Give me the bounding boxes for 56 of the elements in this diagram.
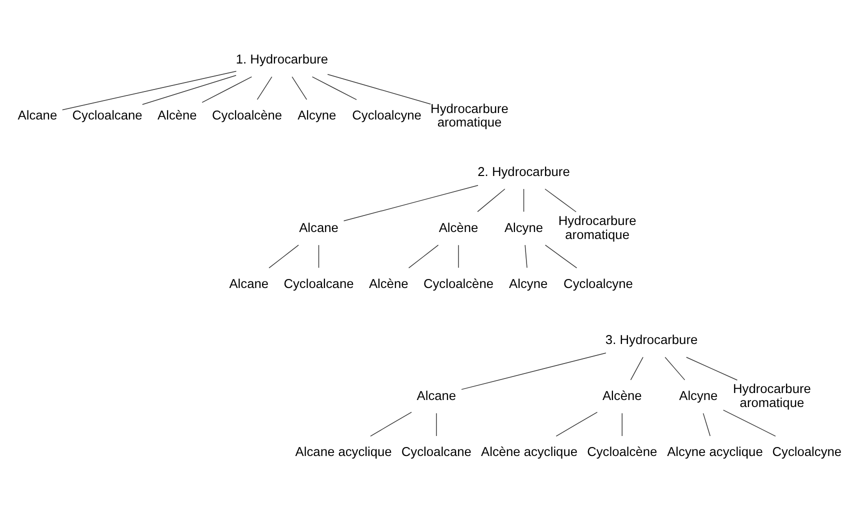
connector xyxy=(142,74,236,104)
node-text: Cycloalcyne xyxy=(564,275,633,290)
connector xyxy=(370,411,412,436)
node-text: Cycloalcane xyxy=(284,275,354,290)
connector xyxy=(268,244,299,268)
node-text: Alcène acyclique xyxy=(481,444,578,459)
connector xyxy=(630,356,644,380)
node-text: Cycloalcane xyxy=(401,444,472,459)
connector xyxy=(524,244,528,268)
connector xyxy=(523,188,524,212)
node-text: Alcane xyxy=(229,275,269,290)
node-text: Alcyne xyxy=(504,219,544,234)
connector xyxy=(292,76,308,100)
node-text: Alcène xyxy=(602,388,642,403)
node-text: Cycloalcène xyxy=(423,275,494,290)
connector xyxy=(256,76,272,100)
node-text: Alcène xyxy=(368,275,408,290)
connector xyxy=(62,70,237,110)
connector xyxy=(477,188,506,212)
connector xyxy=(202,76,252,102)
node-text: Cycloalcène xyxy=(212,107,282,122)
connector xyxy=(544,244,578,268)
connector xyxy=(312,76,357,100)
node-text: Alcane xyxy=(299,219,338,234)
connector xyxy=(702,412,710,436)
node-text: Alcyne xyxy=(298,107,336,122)
node-text: Cycloalcyne xyxy=(772,444,842,459)
connector xyxy=(318,244,320,268)
node-text: Cycloalcane xyxy=(72,107,142,122)
node-text: Hydrocarbure aromatique xyxy=(733,380,811,410)
node-text: Alcane xyxy=(18,107,58,122)
node-text: Alcyne xyxy=(679,388,718,403)
node-text: 2. Hydrocarbure xyxy=(478,163,570,178)
node-text: Hydrocarbure aromatique xyxy=(430,100,508,130)
node-text: Cycloalcène xyxy=(587,444,658,459)
connector xyxy=(327,73,432,104)
connector xyxy=(461,352,606,390)
connector xyxy=(458,244,459,268)
node-text: Alcane xyxy=(416,388,456,403)
connector xyxy=(436,412,437,436)
connector xyxy=(544,188,576,212)
connector xyxy=(722,409,776,436)
connector xyxy=(686,356,738,380)
node-text: Alcyne xyxy=(509,275,548,290)
connector xyxy=(408,244,439,268)
node-text: Alcane acyclique xyxy=(295,444,392,459)
node-text: 3. Hydrocarbure xyxy=(605,332,698,347)
node-text: 1. Hydrocarbure xyxy=(236,51,328,66)
node-text: Cycloalcyne xyxy=(352,107,422,122)
node-text: Hydrocarbure aromatique xyxy=(558,212,636,242)
connector xyxy=(556,411,598,436)
node-text: Alcène xyxy=(158,107,197,122)
node-text: Alcyne acyclique xyxy=(667,444,763,459)
node-text: Alcène xyxy=(438,219,478,234)
connector xyxy=(343,184,478,221)
connector xyxy=(664,356,686,380)
